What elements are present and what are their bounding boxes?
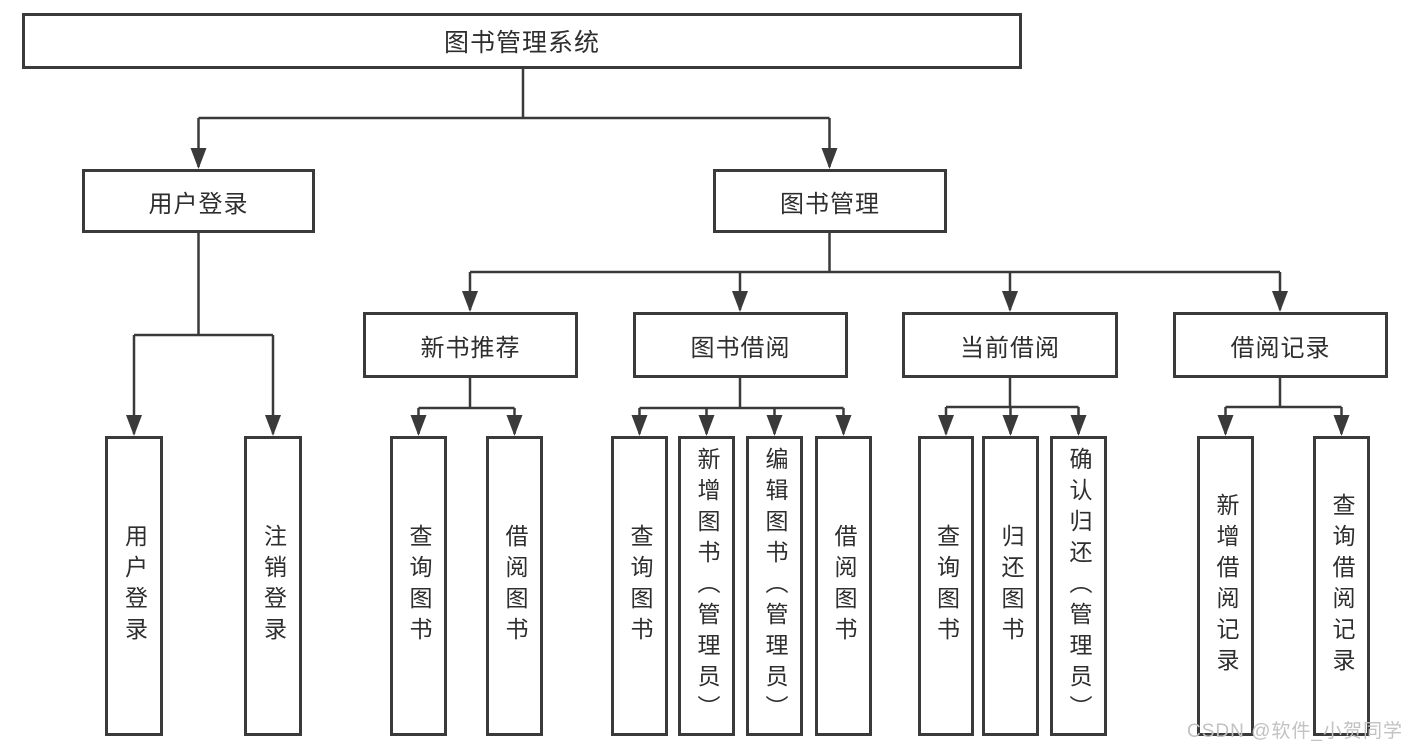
arrow-down-icon bbox=[190, 148, 207, 169]
current-branch bbox=[938, 378, 1087, 436]
arrow-down-icon bbox=[821, 148, 838, 169]
leaf-borrowing-add-books-admin: 新增图书（管理员） bbox=[678, 436, 735, 736]
leaf-records-add-record: 新增借阅记录 bbox=[1197, 436, 1254, 736]
root-branch bbox=[190, 69, 838, 169]
arrow-down-icon bbox=[126, 415, 142, 436]
new-books-branch bbox=[410, 378, 523, 436]
leaf-logout: 注销登录 bbox=[244, 436, 302, 736]
arrow-down-icon bbox=[938, 415, 954, 436]
arrow-down-icon bbox=[462, 291, 478, 312]
leaf-borrowing-edit-books-admin: 编辑图书（管理员） bbox=[746, 436, 803, 736]
arrow-down-icon bbox=[766, 415, 783, 436]
node-user-login: 用户登录 bbox=[82, 169, 315, 233]
records-branch bbox=[1217, 378, 1350, 436]
leaf-newbooks-borrow-books: 借阅图书 bbox=[486, 436, 543, 736]
csdn-watermark: CSDN @软件_小贺同学 bbox=[1187, 721, 1403, 742]
arrow-down-icon bbox=[732, 291, 748, 312]
arrow-down-icon bbox=[410, 415, 427, 436]
arrow-down-icon bbox=[835, 415, 852, 436]
node-borrowing-records: 借阅记录 bbox=[1173, 312, 1388, 378]
login-branch bbox=[126, 233, 281, 436]
leaf-current-return-books: 归还图书 bbox=[982, 436, 1039, 736]
leaf-records-query-record: 查询借阅记录 bbox=[1313, 436, 1370, 736]
arrow-down-icon bbox=[1333, 415, 1350, 436]
node-library-management-system: 图书管理系统 bbox=[22, 13, 1022, 69]
arrow-down-icon bbox=[1002, 415, 1019, 436]
arrow-down-icon bbox=[1070, 415, 1087, 436]
node-book-management: 图书管理 bbox=[713, 169, 947, 233]
node-new-book-recommendation: 新书推荐 bbox=[363, 312, 578, 378]
leaf-borrowing-query-books: 查询图书 bbox=[611, 436, 668, 736]
arrow-down-icon bbox=[1217, 415, 1234, 436]
arrow-down-icon bbox=[1272, 291, 1288, 312]
leaf-newbooks-query-books: 查询图书 bbox=[390, 436, 447, 736]
arrow-down-icon bbox=[631, 415, 648, 436]
borrow-branch bbox=[631, 378, 852, 436]
arrow-down-icon bbox=[265, 415, 281, 436]
leaf-current-confirm-return-admin: 确认归还（管理员） bbox=[1050, 436, 1107, 736]
leaf-current-query-books: 查询图书 bbox=[918, 436, 974, 736]
arrow-down-icon bbox=[1002, 291, 1018, 312]
arrow-down-icon bbox=[506, 415, 523, 436]
book-management-branch bbox=[462, 233, 1288, 312]
node-current-borrowing: 当前借阅 bbox=[902, 312, 1118, 378]
node-book-borrowing: 图书借阅 bbox=[633, 312, 848, 378]
arrow-down-icon bbox=[698, 415, 715, 436]
leaf-user-login: 用户登录 bbox=[105, 436, 163, 736]
leaf-borrowing-borrow-books: 借阅图书 bbox=[815, 436, 872, 736]
